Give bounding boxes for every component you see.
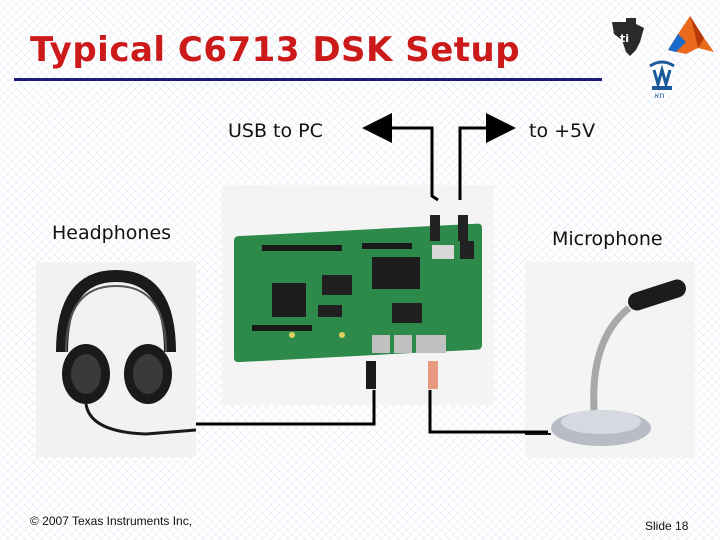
title-underline [14,78,602,81]
usb-to-pc-label: USB to PC [228,120,323,142]
matlab-logo [668,16,714,54]
slide-title: Typical C6713 DSK Setup [30,30,521,70]
slide-number: Slide 18 [645,519,689,533]
headphone-cable-line [196,390,376,426]
headphones-photo [36,262,196,457]
texas-instruments-logo: ti [612,18,644,56]
logos-group: ti תא [612,16,714,98]
tel-aviv-university-logo: תא [649,60,675,98]
copyright-text: © 2007 Texas Instruments Inc, [30,514,193,528]
svg-text:תא: תא [654,91,665,98]
power-cable-line [458,113,516,200]
microphone-photo [525,262,695,458]
power-label: to +5V [529,120,596,142]
dsk-board-photo [222,185,494,405]
microphone-cable-line [428,390,548,434]
usb-cable-line [362,113,439,202]
microphone-label: Microphone [552,228,663,250]
headphones-label: Headphones [52,222,172,244]
svg-text:ti: ti [620,32,629,45]
